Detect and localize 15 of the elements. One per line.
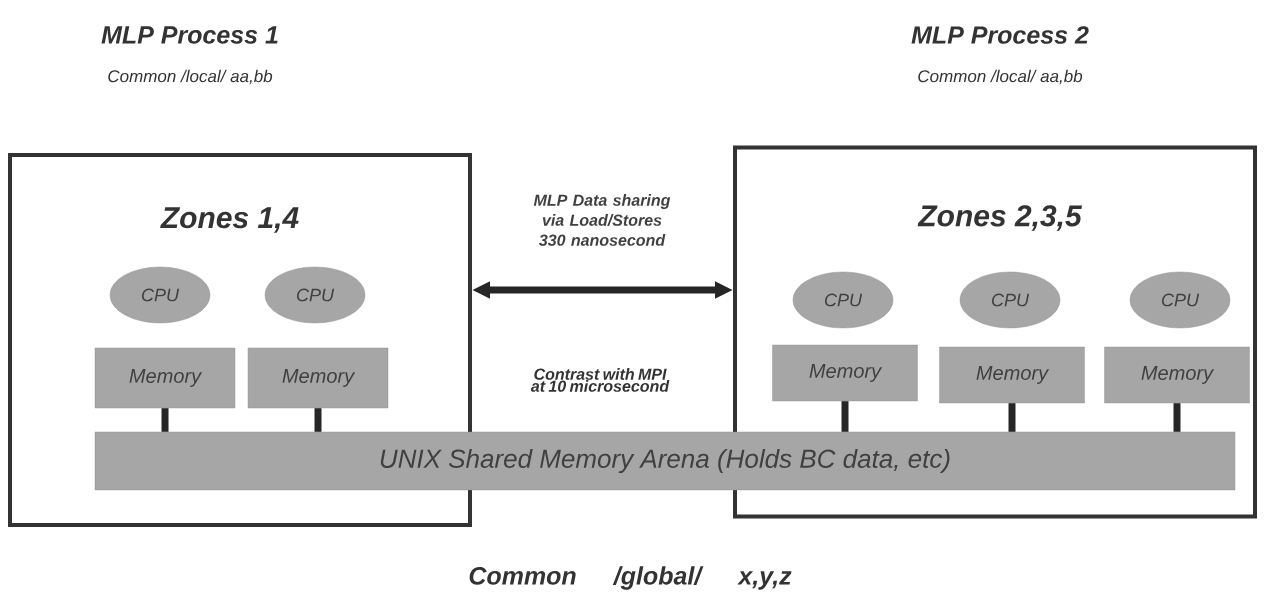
memory-box: Memory — [1104, 346, 1250, 404]
zone-label: Zones 2,3,5 — [917, 205, 1083, 231]
process-heading: MLP Process 2 — [911, 26, 1089, 44]
edge-label: MLP Data sharing via Load/Stores 330 nanosecond — [533, 194, 671, 246]
memory-box: Memory — [94, 347, 236, 409]
common-block-text: Common /local/ aa,bb — [108, 69, 273, 85]
common-block-text: Common /local/ aa,bb — [918, 69, 1083, 85]
shared-memory-bar: UNIX Shared Memory Arena (Holds BC data, etc) — [94, 431, 1236, 491]
note-text: Contrast with MPI at 10 microsecond — [530, 368, 670, 392]
memory-box: Memory — [939, 346, 1085, 404]
memory-box: Memory — [247, 347, 389, 409]
global-common-label: Common /global/ x,y,z — [469, 566, 792, 590]
zone-label: Zones 1,4 — [160, 207, 299, 233]
process-heading: MLP Process 1 — [101, 26, 278, 44]
memory-box: Memory — [772, 344, 918, 402]
